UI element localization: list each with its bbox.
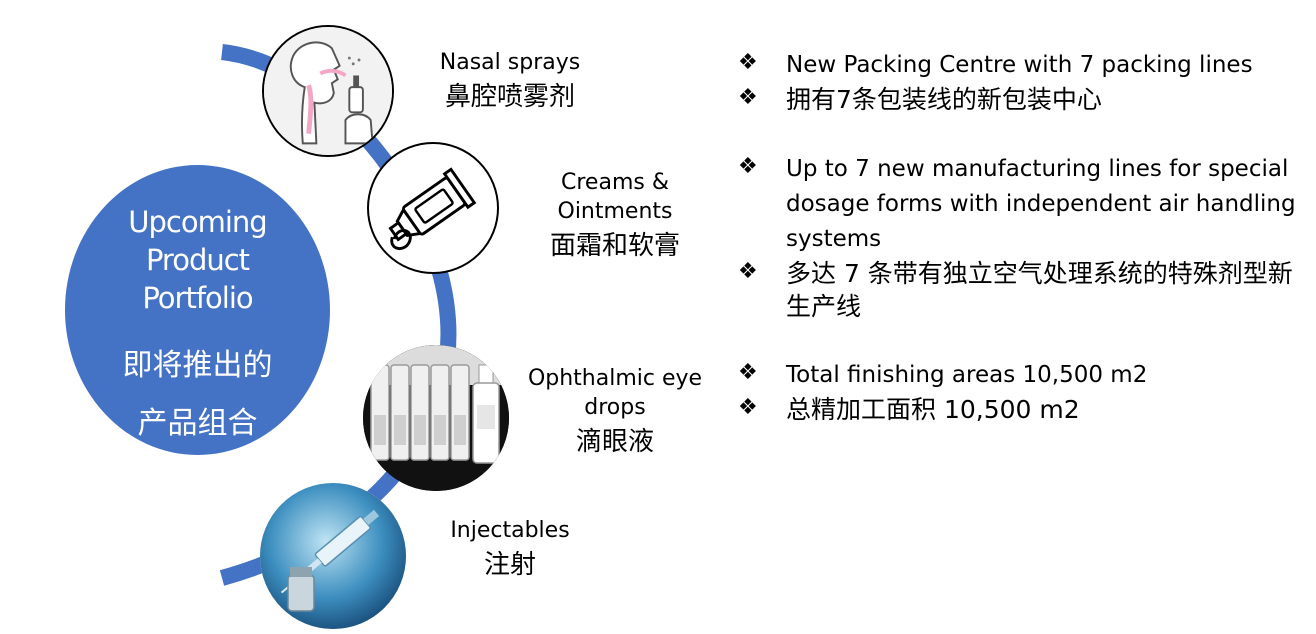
nasal-spray-icon — [262, 25, 394, 157]
product-name-zh: 面霜和软膏 — [549, 231, 680, 261]
fact-item: ❖ 多达 7 条带有独立空气处理系统的特殊剂型新生产线 — [738, 257, 1303, 323]
portfolio-title-zh: 即将推出的 产品组合 — [65, 337, 330, 453]
product-label-creams-ointments: Creams & Ointments 面霜和软膏 — [530, 168, 700, 266]
portfolio-title-en-line: Product — [145, 243, 250, 277]
product-label-injectables: Injectables 注射 — [430, 516, 590, 585]
fact-item: ❖ Up to 7 new manufacturing lines for sp… — [738, 152, 1303, 257]
fact-text-en: Up to 7 new manufacturing lines for spec… — [786, 156, 1296, 252]
portfolio-title-zh-line: 即将推出的 — [122, 348, 273, 383]
product-name-en: Injectables — [450, 518, 570, 543]
product-name-zh: 鼻腔喷雾剂 — [444, 82, 575, 112]
fact-item: ❖ Total finishing areas 10,500 m2 — [738, 358, 1303, 393]
diamond-bullet-icon: ❖ — [738, 50, 758, 75]
upcoming-portfolio-circle: Upcoming Product Portfolio 即将推出的 产品组合 — [65, 165, 330, 455]
portfolio-title-en-line: Upcoming — [128, 205, 267, 239]
product-label-nasal-sprays: Nasal sprays 鼻腔喷雾剂 — [425, 48, 595, 117]
portfolio-title-en: Upcoming Product Portfolio — [65, 203, 330, 317]
product-name-en: drops — [584, 395, 646, 420]
eye-drops-icon — [363, 345, 509, 491]
fact-item: ❖ New Packing Centre with 7 packing line… — [738, 48, 1303, 83]
fact-group-manufacturing: ❖ Up to 7 new manufacturing lines for sp… — [738, 152, 1303, 323]
fact-group-packing: ❖ New Packing Centre with 7 packing line… — [738, 48, 1303, 116]
product-name-en: Ointments — [557, 199, 673, 224]
fact-text-zh: 多达 7 条带有独立空气处理系统的特殊剂型新生产线 — [786, 259, 1293, 321]
product-name-zh: 注射 — [483, 550, 536, 580]
fact-group-finishing: ❖ Total finishing areas 10,500 m2 ❖ 总精加工… — [738, 358, 1303, 426]
cream-tube-icon — [367, 142, 499, 274]
diamond-bullet-icon: ❖ — [738, 395, 758, 420]
fact-item: ❖ 拥有7条包装线的新包装中心 — [738, 83, 1303, 116]
fact-text-en: Total finishing areas 10,500 m2 — [786, 362, 1148, 388]
product-name-zh: 滴眼液 — [575, 427, 654, 457]
diamond-bullet-icon: ❖ — [738, 154, 758, 179]
diamond-bullet-icon: ❖ — [738, 360, 758, 385]
product-name-en: Creams & — [561, 170, 669, 195]
diamond-bullet-icon: ❖ — [738, 85, 758, 110]
fact-text-zh: 拥有7条包装线的新包装中心 — [786, 85, 1102, 114]
syringe-icon — [260, 483, 406, 629]
product-name-en: Ophthalmic eye — [527, 366, 703, 391]
fact-text-en: New Packing Centre with 7 packing lines — [786, 52, 1253, 78]
portfolio-title-en-line: Portfolio — [142, 281, 253, 315]
diamond-bullet-icon: ❖ — [738, 259, 758, 284]
product-label-eye-drops: Ophthalmic eye drops 滴眼液 — [520, 364, 710, 462]
portfolio-title-zh-line: 产品组合 — [137, 406, 258, 441]
fact-text-zh: 总精加工面积 10,500 m2 — [786, 395, 1080, 424]
product-name-en: Nasal sprays — [439, 50, 581, 75]
fact-item: ❖ 总精加工面积 10,500 m2 — [738, 393, 1303, 426]
